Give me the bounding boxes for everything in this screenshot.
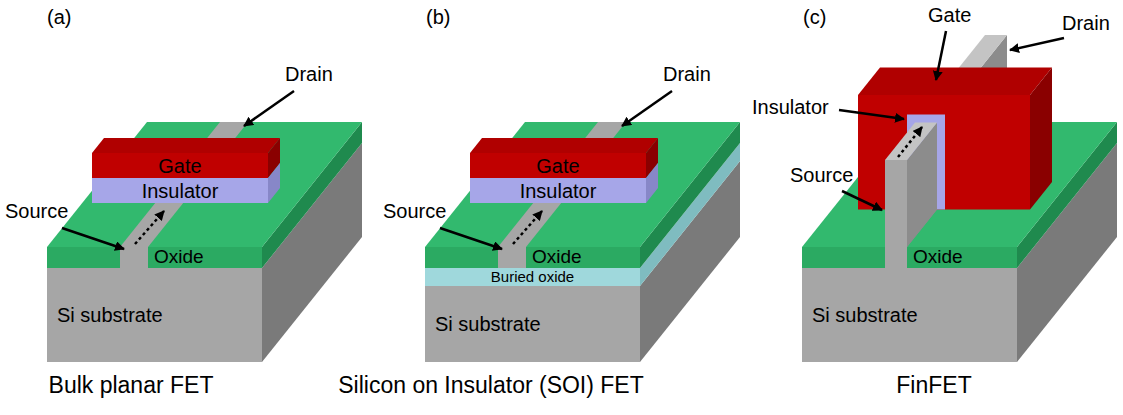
substrate-block: Si substrate [47,268,262,362]
oxide-front [425,247,498,268]
panel-caption: FinFET [674,372,1123,398]
node-text: Si substrate [812,304,918,326]
panel-caption: Bulk planar FET [0,372,391,398]
fin-front [885,160,907,268]
insulator-box: Insulator [470,178,646,203]
leader-arrow [839,110,904,119]
panel-letter: (c) [803,6,826,29]
source-front [498,247,526,268]
panel-caption: Silicon on Insulator (SOI) FET [231,372,751,398]
panel-letter: (a) [47,6,71,29]
source-front [120,247,148,268]
oxide-front [802,247,885,268]
terminal-label: Drain [1062,12,1110,35]
part-label: Gate [928,4,971,27]
leader-arrow [936,31,946,80]
node-text: Gate [536,155,579,177]
terminal-label: Drain [663,63,711,86]
node-text: Oxide [532,247,582,268]
oxide-front [47,247,120,268]
oxide-top [47,122,362,247]
substrate-front [425,286,640,362]
channel-arrow [135,211,164,244]
terminal-label: Source [383,200,446,223]
leader-arrow [622,91,672,126]
oxide-top [425,122,740,247]
substrate-block: Si substrate [425,286,640,362]
insulator-side [268,163,280,203]
leader-arrow [62,228,124,249]
leader-arrow [244,91,294,126]
node-text: Si substrate [435,313,541,335]
node-text: Oxide [913,247,963,268]
oxide-band: Oxide [526,247,640,268]
gate-top [92,138,280,153]
soi-fet [425,91,740,362]
leader-arrow [440,228,502,249]
insulator-box: Insulator [92,178,268,203]
node-text: Gate [158,155,201,177]
finfet [802,31,1117,362]
buried-oxide-band: Buried oxide [425,268,640,286]
gate-side [1030,68,1052,210]
bulk-planar-fet [47,91,362,362]
node-text: Insulator [520,180,597,202]
substrate-block: Si substrate [802,268,1017,362]
terminal-label: Source [790,164,853,187]
insulator-side [646,163,658,203]
leader-arrow [1010,38,1064,50]
oxide-band: Oxide [907,247,1017,268]
node-text: Insulator [142,180,219,202]
gate-box: Gate [470,153,646,178]
node-text: Si substrate [57,304,163,326]
gate-front [858,95,1030,210]
fin-top [885,123,937,161]
oxide-band: Oxide [148,247,262,268]
gate-top [858,68,1052,96]
panel-letter: (b) [426,6,450,29]
terminal-label: Drain [285,63,333,86]
part-label: Insulator [752,96,829,119]
channel-arrow [898,127,922,157]
channel-arrow [513,211,542,244]
gate-top [470,138,658,153]
node-text: Buried oxide [491,269,574,286]
substrate-front [47,268,262,362]
gate-box: Gate [92,153,268,178]
substrate-front [802,268,1017,362]
terminal-label: Source [5,200,68,223]
leader-arrow [842,191,882,210]
node-text: Oxide [154,247,204,268]
